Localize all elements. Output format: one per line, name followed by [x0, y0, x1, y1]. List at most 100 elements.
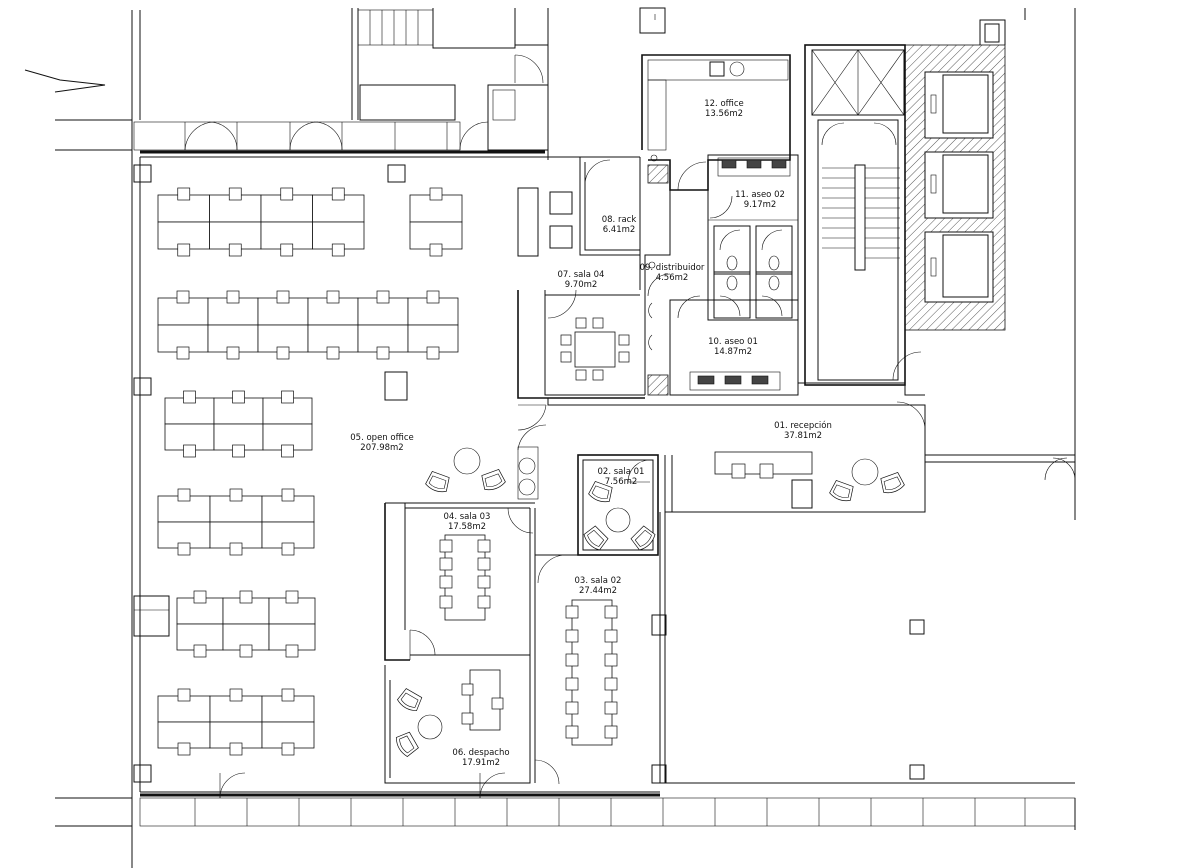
room-label-aseo-01: 10. aseo 01 14.87m2: [708, 337, 758, 357]
room-area-sala-03: 17.58m2: [448, 522, 486, 532]
desk-chair: [177, 742, 191, 756]
desk-chair: [193, 590, 207, 604]
desk-chair: [239, 590, 253, 604]
desk-chair: [177, 542, 191, 556]
armchair-seat: [484, 473, 503, 487]
desk-chair: [183, 444, 196, 458]
armchair-body: [397, 688, 423, 712]
desk-chair: [376, 290, 390, 304]
room-label-rack: 08. rack 6.41m2: [602, 215, 637, 235]
armchair-seat: [883, 476, 902, 490]
armchair-seat: [634, 529, 652, 547]
meeting-chair: [565, 629, 579, 643]
armchair: [630, 525, 656, 551]
desk-chair: [285, 590, 299, 604]
desk-chair: [276, 290, 290, 304]
upper-structures: [351, 7, 666, 160]
desk-chair: [326, 346, 340, 360]
desk-chair: [229, 542, 243, 556]
armchair: [425, 470, 450, 493]
meeting-chair: [491, 697, 504, 710]
room-area-sala-02: 27.44m2: [579, 586, 617, 596]
meeting-chairs: [439, 539, 618, 739]
desk-chair: [228, 187, 242, 201]
meeting-chair: [461, 712, 474, 725]
meeting-chair: [604, 629, 618, 643]
meeting-chair: [439, 557, 453, 571]
desk-chair: [281, 742, 295, 756]
recepcion-area: [547, 351, 1076, 784]
meeting-chair: [477, 539, 491, 553]
room-name-aseo-02: 11. aseo 02: [735, 190, 785, 200]
room-area-sala-01: 7.56m2: [605, 477, 638, 487]
despacho-room: [384, 655, 531, 784]
armchair-seat: [587, 529, 605, 547]
room-name-sala-04: 07. sala 04: [558, 270, 605, 280]
desk-chair: [276, 346, 290, 360]
room-area-rack: 6.41m2: [603, 225, 636, 235]
meeting-chair: [565, 677, 579, 691]
desk-chair: [226, 346, 240, 360]
desk: [209, 695, 263, 723]
room-label-distribuidor: 09. distribuidor 4.56m2: [640, 263, 705, 283]
meeting-chair: [477, 575, 491, 589]
meeting-chair: [477, 557, 491, 571]
room-area-open-office: 207.98m2: [360, 443, 403, 453]
armchair-body: [583, 525, 609, 551]
armchair-seat: [399, 735, 415, 754]
room-area-office: 13.56m2: [705, 109, 743, 119]
desk-chair: [426, 346, 440, 360]
desk-chair: [239, 644, 253, 658]
desk-chair: [177, 187, 191, 201]
desk-chair: [183, 390, 196, 404]
meeting-chair: [565, 701, 579, 715]
desk-chair: [426, 290, 440, 304]
desk-chair: [280, 243, 294, 257]
meeting-chair: [604, 653, 618, 667]
meeting-chair: [604, 701, 618, 715]
armchair-seat: [428, 475, 447, 489]
armchair-body: [588, 480, 613, 503]
desk-chair: [429, 243, 443, 257]
south-facade: [139, 772, 1076, 827]
armchair-body: [425, 470, 450, 493]
armchair-seat: [832, 484, 851, 498]
armchair: [588, 480, 613, 503]
armchair: [880, 471, 905, 494]
meeting-chair: [604, 605, 618, 619]
desk-chair: [281, 390, 294, 404]
desk-chair: [229, 488, 243, 502]
desk-chair: [429, 187, 443, 201]
sala-04-room: [517, 289, 645, 451]
room-label-despacho: 06. despacho 17.91m2: [452, 748, 509, 768]
desk-chair: [229, 688, 243, 702]
armchair-body: [630, 525, 656, 551]
armchair: [395, 731, 419, 757]
open-office-walls: [131, 157, 408, 792]
room-area-aseo-02: 9.17m2: [744, 200, 777, 210]
desk-chair: [232, 444, 245, 458]
room-area-despacho: 17.91m2: [462, 758, 500, 768]
meeting-chair: [439, 595, 453, 609]
desk-chair: [331, 243, 345, 257]
room-label-recepcion: 01. recepción 37.81m2: [774, 420, 832, 441]
meeting-chair: [477, 595, 491, 609]
room-label-sala-01: 02. sala 01 7.56m2: [598, 467, 645, 487]
armchair: [829, 479, 854, 502]
meeting-chair: [565, 725, 579, 739]
desk-chair: [280, 187, 294, 201]
room-area-recepcion: 37.81m2: [784, 431, 822, 441]
room-name-open-office: 05. open office: [350, 433, 413, 443]
desk-chair: [177, 688, 191, 702]
desk-chair: [326, 290, 340, 304]
north-facade: [133, 121, 640, 158]
room-name-sala-03: 04. sala 03: [444, 512, 491, 522]
desk-chair: [281, 688, 295, 702]
desk-chair: [281, 444, 294, 458]
lounge-furniture: [453, 446, 539, 500]
desk: [261, 495, 315, 523]
sala-02-room: [534, 508, 655, 785]
meeting-chair: [439, 575, 453, 589]
desk-chair: [285, 644, 299, 658]
